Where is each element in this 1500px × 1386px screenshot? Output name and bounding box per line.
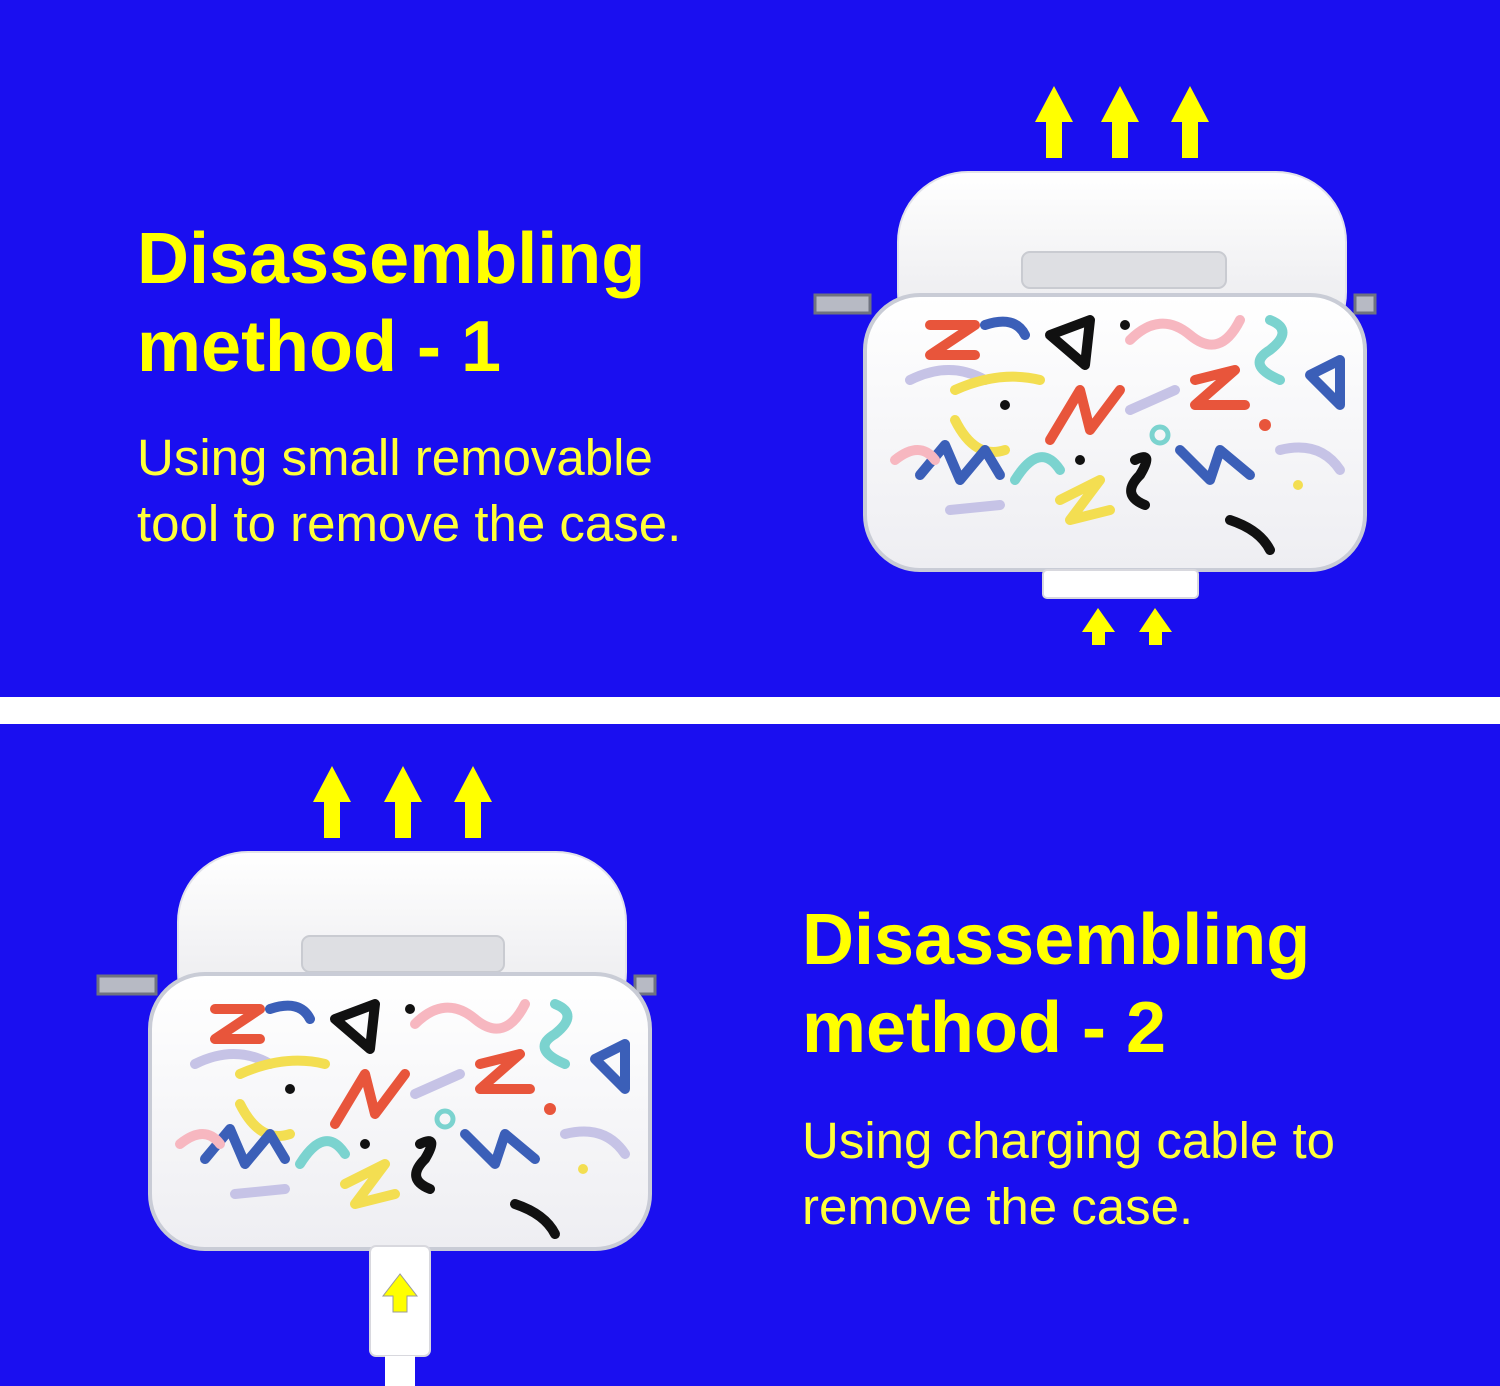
method-2-desc-line-2: remove the case. xyxy=(802,1178,1194,1235)
airpods-case-image-1 xyxy=(800,80,1400,660)
method-1-panel: Disassembling method - 1 Using small rem… xyxy=(0,0,1500,697)
up-arrow-icon xyxy=(1082,608,1172,645)
method-1-desc-line-2: tool to remove the case. xyxy=(137,495,682,552)
method-1-title-line-1: Disassembling xyxy=(137,219,646,299)
method-2-description: Using charging cable to remove the case. xyxy=(802,1108,1335,1240)
method-2-desc-line-1: Using charging cable to xyxy=(802,1112,1335,1169)
method-2-title-line-1: Disassembling xyxy=(802,900,1311,980)
method-1-desc-line-1: Using small removable xyxy=(137,429,653,486)
up-arrow-icon xyxy=(1035,86,1209,158)
up-arrow-icon xyxy=(313,766,492,838)
method-2-title: Disassembling method - 2 xyxy=(802,896,1310,1072)
up-arrow-icon xyxy=(381,1273,419,1313)
method-1-title-line-2: method - 1 xyxy=(137,307,502,387)
method-2-title-line-2: method - 2 xyxy=(802,988,1167,1068)
airpods-case-image-2 xyxy=(80,764,680,1386)
method-2-panel: Disassembling method - 2 Using charging … xyxy=(0,724,1500,1386)
section-divider xyxy=(0,697,1500,724)
method-1-description: Using small removable tool to remove the… xyxy=(137,425,681,557)
method-1-title: Disassembling method - 1 xyxy=(137,215,645,391)
charging-cable-image xyxy=(369,1245,431,1386)
